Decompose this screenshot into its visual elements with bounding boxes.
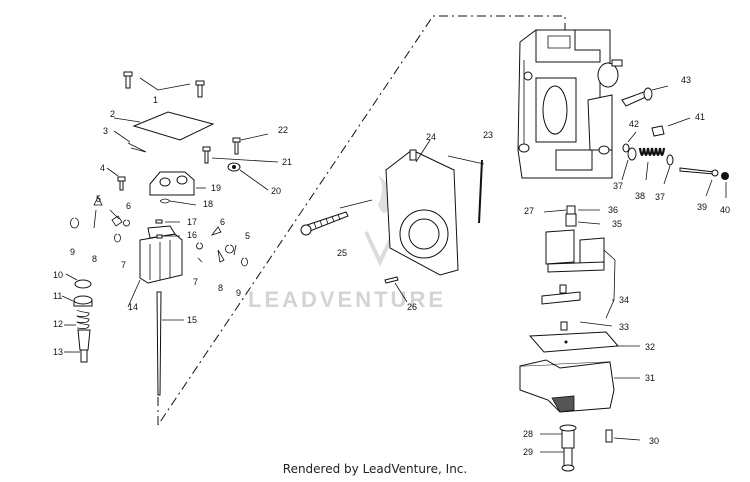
part-43-screw — [621, 85, 669, 107]
callout-43: 43 — [681, 75, 691, 85]
callout-6: 6 — [126, 201, 131, 211]
part-30-screw — [605, 429, 641, 443]
callout-9: 9 — [70, 247, 75, 257]
part-39-40-screw — [679, 167, 729, 198]
part-4-screw — [106, 167, 126, 191]
part-19-slide-top — [149, 171, 206, 196]
callout-27: 27 — [524, 206, 534, 216]
callout-34: 34 — [619, 295, 629, 305]
callout-4: 4 — [100, 163, 105, 173]
callout-32: 32 — [645, 342, 655, 352]
callout-1: 1 — [153, 95, 158, 105]
part-26-pin — [384, 276, 408, 303]
callout-15: 15 — [187, 315, 197, 325]
callout-17: 17 — [187, 217, 197, 227]
part-2-plate — [113, 111, 215, 153]
callout-40: 40 — [720, 205, 730, 215]
callout-41: 41 — [695, 112, 705, 122]
callout-7: 7 — [193, 277, 198, 287]
callout-5: 5 — [245, 231, 250, 241]
callout-31: 31 — [645, 373, 655, 383]
part-38-spring — [621, 147, 674, 185]
float-pin-bracket — [541, 284, 614, 331]
callout-16: 16 — [187, 230, 197, 240]
callout-21: 21 — [282, 157, 292, 167]
callout-8: 8 — [92, 254, 97, 264]
callout-26: 26 — [407, 302, 417, 312]
part-13-screw — [64, 329, 91, 363]
callout-35: 35 — [612, 219, 622, 229]
callout-37: 37 — [613, 181, 623, 191]
callout-25: 25 — [337, 248, 347, 258]
assembly-guide-lines — [157, 15, 566, 426]
parts-5-to-9-right — [196, 226, 248, 267]
parts-5-to-9-left — [70, 196, 130, 243]
part-23-rod — [447, 155, 485, 224]
callout-30: 30 — [649, 436, 659, 446]
float-assembly — [545, 229, 616, 319]
callout-24: 24 — [426, 132, 436, 142]
part-28-29-main-jet — [540, 424, 577, 472]
part-18-clip — [159, 198, 197, 206]
callout-19: 19 — [211, 183, 221, 193]
callout-36: 36 — [608, 205, 618, 215]
callout-14: 14 — [128, 302, 138, 312]
part-25-screw — [300, 199, 373, 236]
callout-10: 10 — [53, 270, 63, 280]
callout-33: 33 — [619, 322, 629, 332]
footer-credit: Rendered by LeadVenture, Inc. — [282, 462, 468, 476]
part-41-42-hardware — [622, 117, 691, 153]
callout-8: 8 — [218, 283, 223, 293]
part-15-jet-needle — [156, 291, 184, 396]
part-32-gasket — [528, 331, 640, 353]
callout-22: 22 — [278, 125, 288, 135]
callout-7: 7 — [121, 260, 126, 270]
part-11-nut — [61, 295, 93, 307]
callout-28: 28 — [523, 429, 533, 439]
callout-42: 42 — [629, 119, 639, 129]
callout-11: 11 — [53, 291, 62, 301]
part-10-cap — [65, 273, 92, 289]
callout-12: 12 — [53, 319, 63, 329]
watermark-text: LEADVENTURE — [248, 287, 446, 312]
part-31-float-bowl — [519, 359, 640, 413]
part-1-screws — [123, 71, 205, 98]
callout-18: 18 — [203, 199, 213, 209]
callout-6: 6 — [220, 217, 225, 227]
callout-13: 13 — [53, 347, 63, 357]
part-24-intake-adapter — [385, 139, 459, 276]
callout-37: 37 — [655, 192, 665, 202]
part-20-22-hardware — [202, 133, 279, 191]
part-14-slide-valve — [127, 219, 183, 308]
callout-29: 29 — [523, 447, 533, 457]
callout-9: 9 — [236, 288, 241, 298]
callout-39: 39 — [697, 202, 707, 212]
callout-20: 20 — [271, 186, 281, 196]
carburetor-body — [517, 29, 623, 179]
part-12-spring — [64, 309, 90, 329]
callout-2: 2 — [110, 109, 115, 119]
callout-5: 5 — [96, 194, 101, 204]
callout-38: 38 — [635, 191, 645, 201]
callout-3: 3 — [103, 126, 108, 136]
callout-23: 23 — [483, 130, 493, 140]
part-27-36-35-jets — [543, 205, 601, 227]
